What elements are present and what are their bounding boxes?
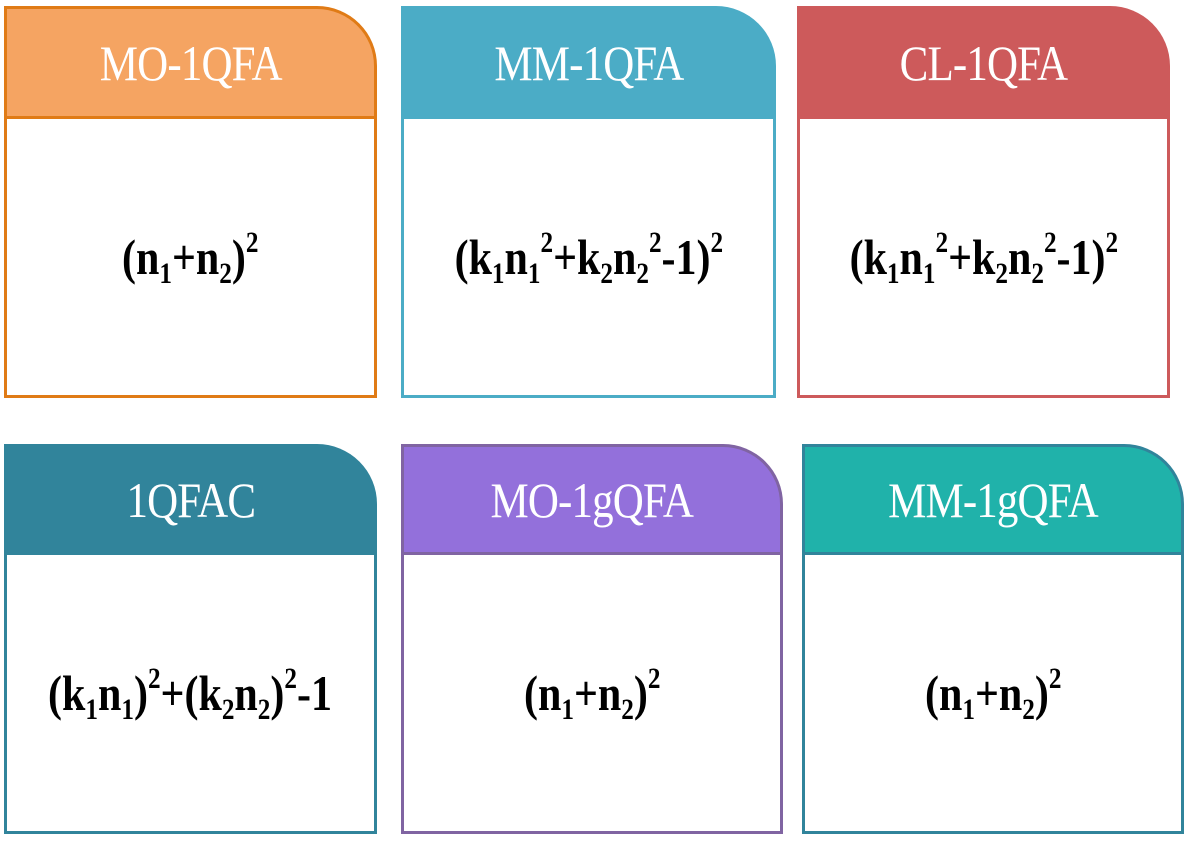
card-header: MM-1QFA: [401, 6, 776, 116]
card-body: (k1n12+k2n22-1)2: [797, 116, 1170, 398]
card-mo-1qfa: MO-1QFA (n1+n2)2: [4, 6, 377, 398]
card-body: (n1+n2)2: [802, 552, 1184, 834]
card-body: (n1+n2)2: [4, 116, 377, 398]
card-body: (n1+n2)2: [401, 552, 783, 834]
card-header: MO-1gQFA: [401, 444, 783, 552]
card-header: 1QFAC: [4, 444, 377, 552]
card-title: CL-1QFA: [899, 34, 1068, 91]
card-header: CL-1QFA: [797, 6, 1170, 116]
card-header: MO-1QFA: [4, 6, 377, 116]
card-mm-1qfa: MM-1QFA (k1n12+k2n22-1)2: [401, 6, 776, 398]
card-mm-1gqfa: MM-1gQFA (n1+n2)2: [802, 444, 1184, 834]
card-title: MO-1QFA: [99, 34, 283, 91]
card-formula: (n1+n2)2: [523, 662, 661, 726]
card-formula: (k1n12+k2n22-1)2: [454, 226, 723, 290]
card-cl-1qfa: CL-1QFA (k1n12+k2n22-1)2: [797, 6, 1170, 398]
card-formula: (k1n1)2+(k2n2)2-1: [48, 662, 333, 726]
card-1qfac: 1QFAC (k1n1)2+(k2n2)2-1: [4, 444, 377, 834]
card-formula: (n1+n2)2: [122, 226, 259, 290]
card-header: MM-1gQFA: [802, 444, 1184, 552]
card-title: 1QFAC: [126, 471, 256, 528]
card-title: MM-1gQFA: [888, 471, 1099, 528]
card-mo-1gqfa: MO-1gQFA (n1+n2)2: [401, 444, 783, 834]
card-title: MO-1gQFA: [490, 471, 694, 528]
card-formula: (k1n12+k2n22-1)2: [849, 226, 1118, 290]
card-formula: (n1+n2)2: [924, 662, 1062, 726]
card-body: (k1n1)2+(k2n2)2-1: [4, 552, 377, 834]
card-title: MM-1QFA: [493, 34, 684, 91]
card-body: (k1n12+k2n22-1)2: [401, 116, 776, 398]
